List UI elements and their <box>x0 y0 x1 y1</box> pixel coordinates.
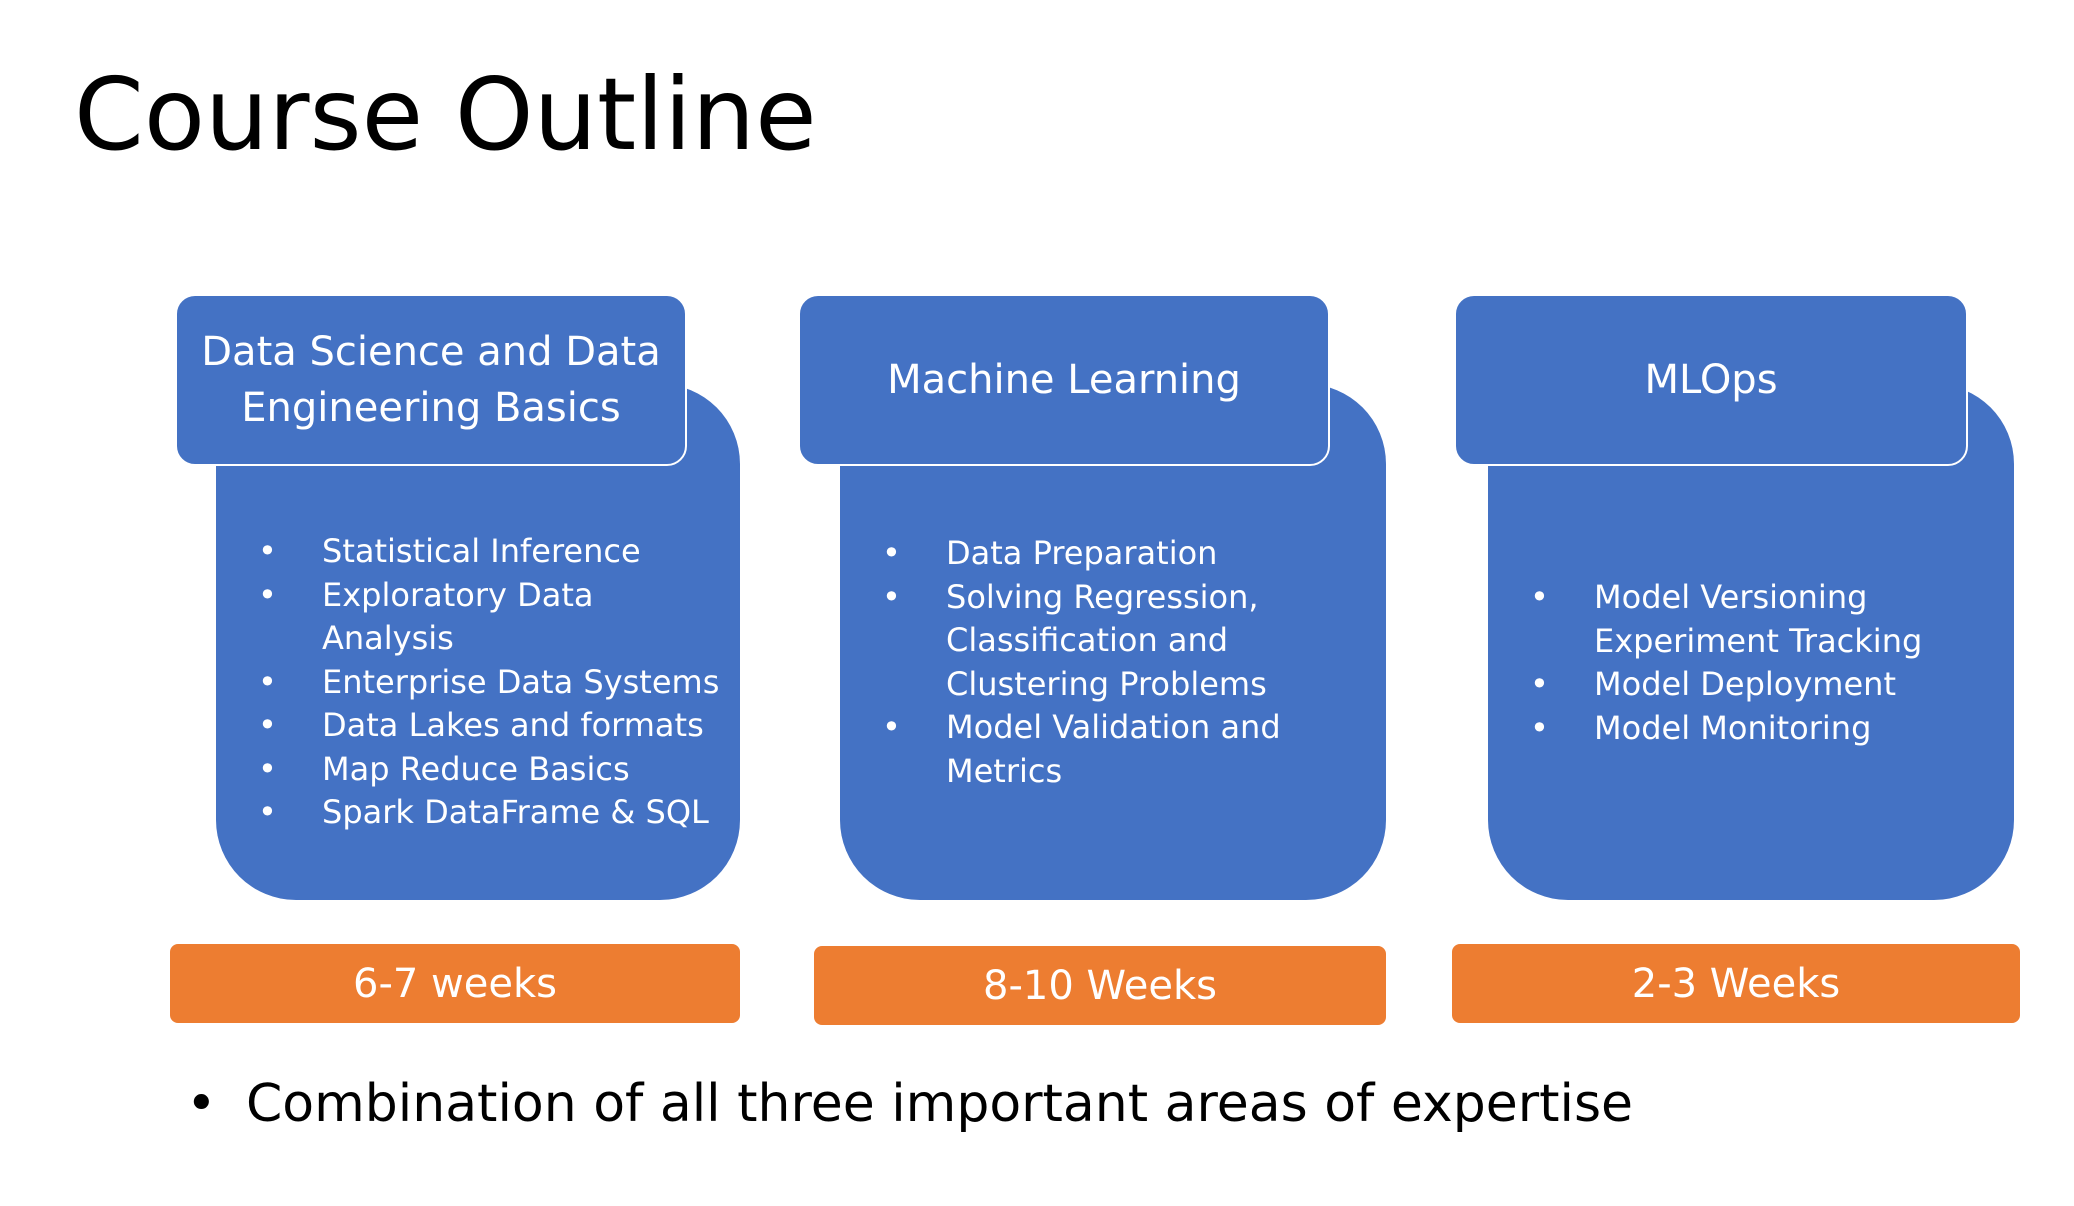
slide-title: Course Outline <box>74 56 817 173</box>
list-item: Enterprise Data Systems <box>258 661 728 705</box>
summary-bullet: • Combination of all three important are… <box>186 1074 1633 1134</box>
list-item: Solving Regression, Classification and C… <box>882 576 1362 707</box>
topic-list: Statistical Inference Exploratory Data A… <box>258 530 728 835</box>
bullet-icon: • <box>186 1074 217 1134</box>
topic-list: Data Preparation Solving Regression, Cla… <box>882 532 1362 793</box>
duration-badge: 8-10 Weeks <box>814 946 1386 1025</box>
summary-text: Combination of all three important areas… <box>246 1074 1634 1134</box>
card-heading: Data Science and Data Engineering Basics <box>175 294 687 466</box>
duration-badge: 6-7 weeks <box>170 944 740 1023</box>
list-item: Model Versioning Experiment Tracking <box>1530 576 1980 663</box>
list-item: Model Monitoring <box>1530 707 1980 751</box>
card-heading: MLOps <box>1454 294 1968 466</box>
list-item: Map Reduce Basics <box>258 748 728 792</box>
list-item: Exploratory Data Analysis <box>258 574 728 661</box>
list-item: Model Deployment <box>1530 663 1980 707</box>
list-item: Data Lakes and formats <box>258 704 728 748</box>
duration-badge: 2-3 Weeks <box>1452 944 2020 1023</box>
list-item: Statistical Inference <box>258 530 728 574</box>
list-item: Model Validation and Metrics <box>882 706 1362 793</box>
card-heading: Machine Learning <box>798 294 1330 466</box>
list-item: Spark DataFrame & SQL <box>258 791 728 835</box>
list-item: Data Preparation <box>882 532 1362 576</box>
topic-list: Model Versioning Experiment Tracking Mod… <box>1530 576 1980 750</box>
